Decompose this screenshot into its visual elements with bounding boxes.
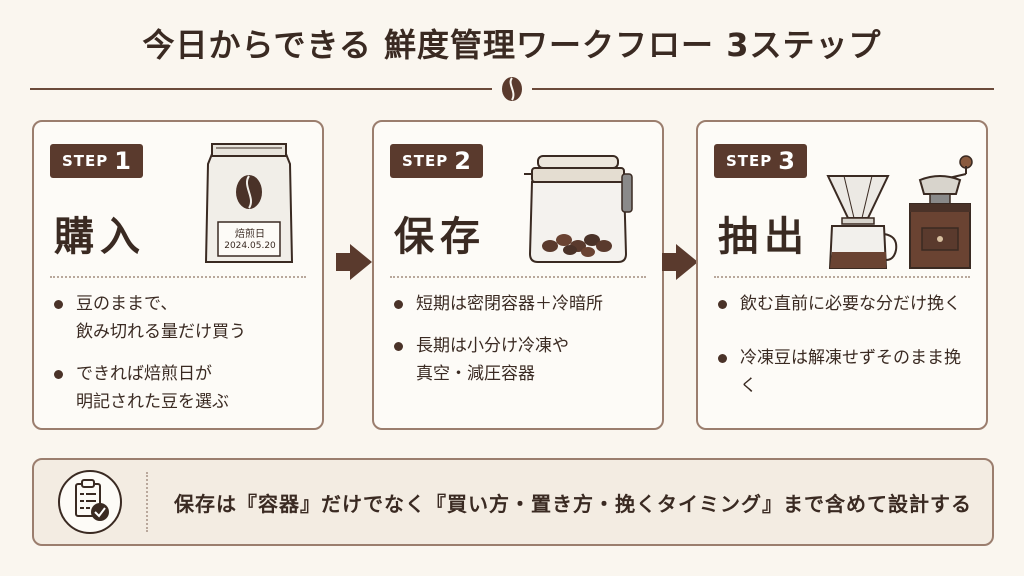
summary-text: 保存は『容器』だけでなく『買い方・置き方・挽くタイミング』まで含めて設計する: [174, 491, 972, 516]
arrow-right-icon: [662, 244, 698, 280]
bullet-list: 豆のままで、 飲み切れる量だけ買う できれば焙煎日が 明記された豆を選ぶ: [52, 290, 312, 430]
footer-divider: [146, 472, 148, 532]
title-rule-right: [532, 88, 994, 90]
dotted-separator: [714, 276, 970, 278]
step-heading: 購入: [54, 214, 146, 260]
step-card-storage: STEP 2 保存 短期は密閉容器＋冷暗所 長期は小分け冷凍や 真空・減圧容器: [372, 120, 664, 430]
page-title: 今日からできる 鮮度管理ワークフロー 3ステップ: [142, 26, 882, 64]
bullet-item: 短期は密閉容器＋冷暗所: [392, 290, 652, 318]
title-rule-left: [30, 88, 492, 90]
bag-label-line1: 焙煎日: [235, 229, 265, 240]
bullet-item: 冷凍豆は解凍せずそのまま挽く: [716, 344, 976, 400]
pour-over-dripper-icon: [826, 175, 898, 269]
coffee-bean-icon: [502, 77, 522, 101]
coffee-bag-icon: [204, 143, 294, 263]
bullet-item: 飲む直前に必要な分だけ挽く: [716, 290, 976, 318]
bullet-list: 短期は密閉容器＋冷暗所 長期は小分け冷凍や 真空・減圧容器: [392, 290, 652, 402]
dotted-separator: [50, 276, 306, 278]
step-badge: STEP 3: [714, 144, 807, 178]
storage-jar-icon: [524, 155, 633, 263]
step-heading: 抽出: [718, 214, 810, 260]
step-card-brewing: STEP 3 抽出 飲む直前に必要な分だけ挽く 冷凍豆は解凍せずそのまま挽く: [696, 120, 988, 430]
bullet-list: 飲む直前に必要な分だけ挽く 冷凍豆は解凍せずそのまま挽く: [716, 290, 976, 414]
bag-label-line2: 2024.05.20: [224, 241, 276, 251]
arrow-right-icon: [336, 244, 372, 280]
bullet-item: できれば焙煎日が 明記された豆を選ぶ: [52, 360, 312, 416]
step-badge: STEP 1: [50, 144, 143, 178]
checklist-icon: [58, 470, 122, 534]
bullet-item: 長期は小分け冷凍や 真空・減圧容器: [392, 332, 652, 388]
bullet-item: 豆のままで、 飲み切れる量だけ買う: [52, 290, 312, 346]
summary-banner: 保存は『容器』だけでなく『買い方・置き方・挽くタイミング』まで含めて設計する: [32, 458, 994, 546]
coffee-grinder-icon: [909, 155, 973, 269]
step-card-purchase: STEP 1 購入 焙煎日 2024.05.20 豆のままで、 飲み切れる量だけ…: [32, 120, 324, 430]
step-heading: 保存: [394, 214, 486, 260]
dotted-separator: [390, 276, 646, 278]
step-badge: STEP 2: [390, 144, 483, 178]
